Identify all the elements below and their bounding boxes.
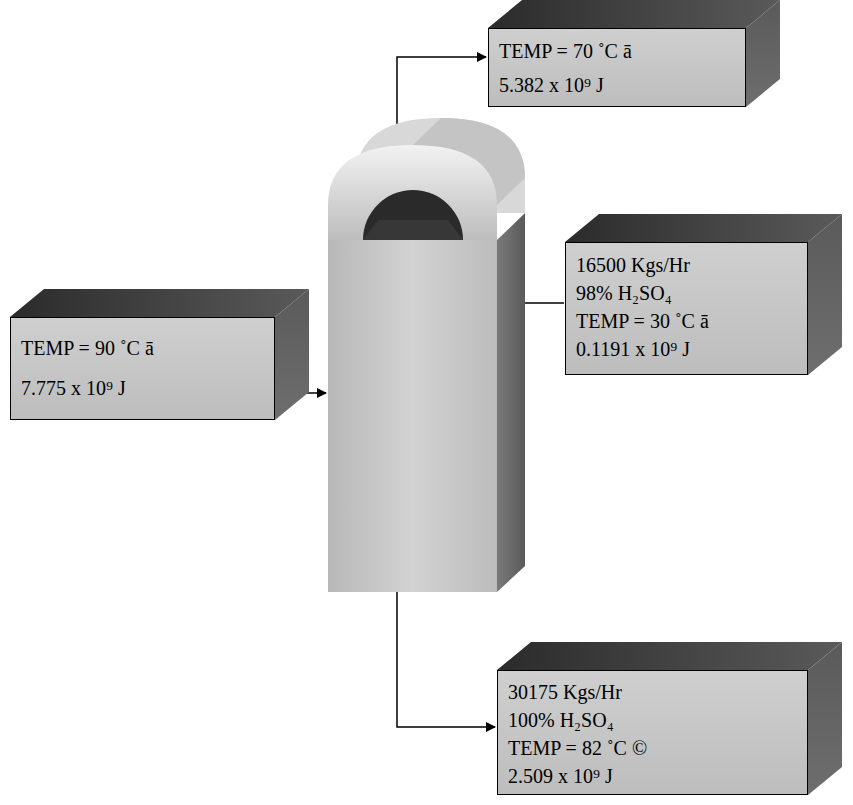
vessel-dome-edge xyxy=(413,118,525,205)
box-side-face xyxy=(808,642,842,795)
dome-opening xyxy=(363,190,463,240)
box-text: 16500 Kgs/Hr xyxy=(566,251,807,279)
box-text: 2.509 x 10⁹ J xyxy=(498,762,807,790)
box-text: TEMP = 30 ˚C ā xyxy=(566,307,807,335)
data-box: TEMP = 70 ˚C ā5.382 x 10⁹ J xyxy=(488,28,746,107)
vessel-dome xyxy=(328,145,497,240)
data-box: 30175 Kgs/Hr100% H₂SO₄TEMP = 82 ˚C ©2.50… xyxy=(497,670,808,795)
vessel-body xyxy=(328,240,497,592)
box-text: TEMP = 70 ˚C ā xyxy=(489,34,745,68)
box-top-face xyxy=(565,214,842,242)
box-text: 98% H₂SO₄ xyxy=(566,279,807,307)
box-text: 30175 Kgs/Hr xyxy=(498,678,807,706)
box-top-face xyxy=(488,0,780,28)
vessel-side xyxy=(497,213,525,592)
data-box: 16500 Kgs/Hr98% H₂SO₄TEMP = 30 ˚C ā0.119… xyxy=(565,242,808,375)
outlet-arrow xyxy=(397,592,495,727)
box-top-face xyxy=(497,642,842,670)
box-text: 5.382 x 10⁹ J xyxy=(489,68,745,102)
dome-opening-shade xyxy=(363,220,463,240)
box-text: 100% H₂SO₄ xyxy=(498,706,807,734)
box-text: TEMP = 82 ˚C © xyxy=(498,734,807,762)
box-top-face xyxy=(10,289,309,317)
box-side-face xyxy=(746,0,780,107)
box-side-face xyxy=(808,214,842,375)
box-text: 0.1191 x 10⁹ J xyxy=(566,335,807,363)
box-text: TEMP = 90 ˚C ā xyxy=(11,328,274,368)
box-text: 7.775 x 10⁹ J xyxy=(11,368,274,408)
data-box: TEMP = 90 ˚C ā7.775 x 10⁹ J xyxy=(10,317,275,420)
box-side-face xyxy=(275,289,309,420)
